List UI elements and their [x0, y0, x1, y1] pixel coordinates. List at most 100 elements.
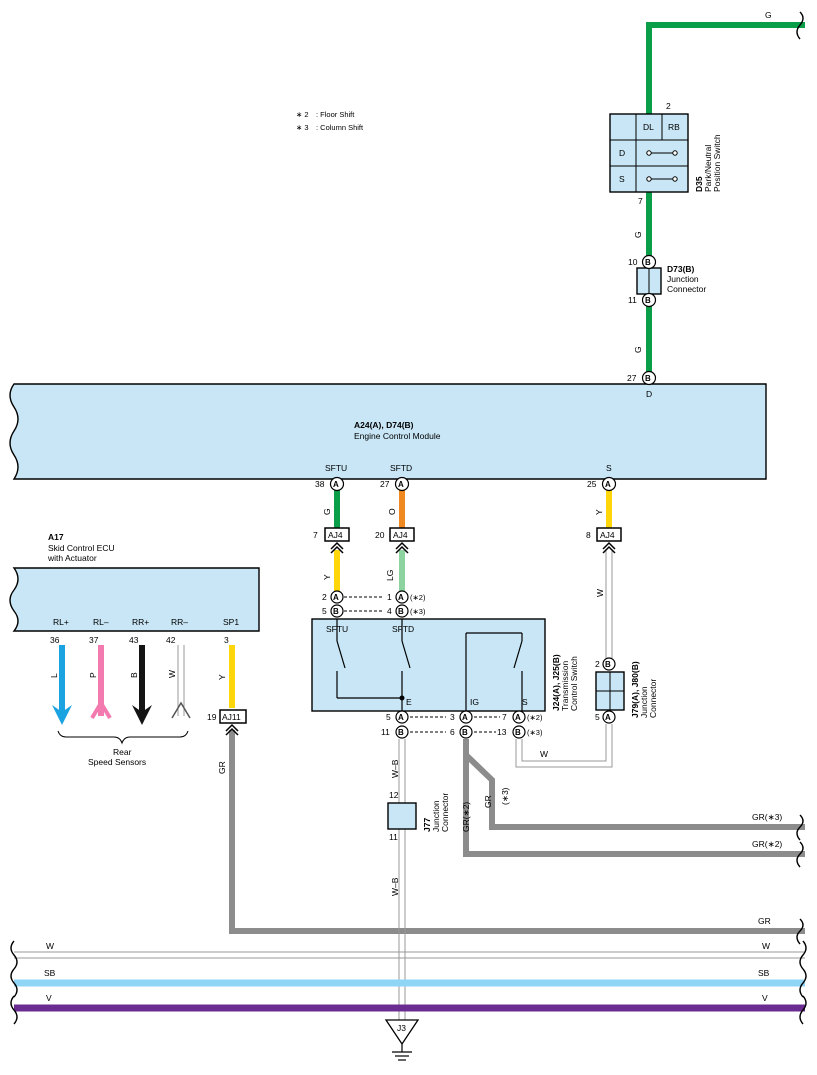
- d73-pin-bottom: 11: [628, 295, 637, 305]
- a17-pin-3: 3: [224, 635, 229, 645]
- tcs-bot-letter-4: B: [462, 728, 468, 737]
- bus-label-v-left: V: [46, 993, 52, 1003]
- a17-name-l1: Skid Control ECU: [48, 543, 115, 553]
- tcs-top-letter-3: A: [398, 593, 404, 602]
- tcs-bot-pin-3: 3: [450, 712, 455, 722]
- rear-sensors-l1: Rear: [113, 747, 132, 757]
- d73-name-l1: Junction: [667, 274, 699, 284]
- d35-contact-s: [646, 176, 678, 182]
- d73-code: D73(B): [667, 264, 695, 274]
- wire-w-s: [605, 550, 613, 658]
- wire-break-gr3: [796, 814, 804, 841]
- tcs-top-pin-2: 2: [322, 592, 327, 602]
- aj4-pin-3: 8: [586, 530, 591, 540]
- aj4-pin-2: 20: [375, 530, 385, 540]
- wire-label-w-bottom: W: [540, 749, 548, 759]
- aj4-code-3: AJ4: [600, 530, 615, 540]
- a17-pin-36: 36: [50, 635, 60, 645]
- ecm-pin-s: 25: [587, 479, 597, 489]
- d35-pin-in: 2: [666, 101, 671, 111]
- tcs-bot-note-2: (∗2): [527, 713, 543, 722]
- ground-j3: J3: [384, 1019, 420, 1061]
- d35-name-l1: Park/Neutral: [703, 145, 713, 192]
- d35-park-neutral-switch: DL RB D S 2 7 D35 Park/Neutral Position …: [609, 101, 722, 206]
- wire-label-gr-right: GR: [758, 916, 771, 926]
- wire-label-g-top: G: [765, 10, 772, 20]
- wire-gr2: [463, 739, 805, 857]
- a17-pin-37: 37: [89, 635, 99, 645]
- aj11-connector: AJ11 19: [207, 709, 247, 736]
- d35-pin-out: 7: [638, 196, 643, 206]
- tcs-top-letter-4: B: [398, 607, 404, 616]
- j79-name-l1: Junction: [639, 686, 649, 718]
- shift-notes: ∗ 2 : Floor Shift ∗ 3 : Column Shift: [296, 110, 364, 132]
- d35-name-l2: Position Switch: [712, 134, 722, 192]
- wire-label-w: W: [167, 670, 177, 678]
- wire-label-y-sp1: Y: [217, 674, 227, 680]
- tcs-bot-pin-11: 11: [381, 727, 390, 737]
- j77-pin-bottom: 11: [389, 832, 398, 842]
- tcs-bot-letter-6: B: [515, 728, 521, 737]
- rear-speed-sensors-brace: Rear Speed Sensors: [57, 730, 189, 767]
- wire-break-g-top: [796, 11, 804, 40]
- wire-g-top: [646, 22, 805, 115]
- d73-pin-top: 10: [628, 257, 638, 267]
- wire-label-p: P: [88, 672, 98, 678]
- a17-label-sp1: SP1: [223, 617, 239, 627]
- j79-code: J79(A), J80(B): [630, 661, 640, 718]
- wire-label-y-sftu: Y: [322, 574, 332, 580]
- j77-junction-connector: 12 11 J77 Junction Connector: [387, 790, 450, 842]
- d73-pin-letter-top: B: [645, 258, 651, 267]
- arrow-b: [132, 705, 152, 725]
- bus-break-marks: [10, 940, 807, 1025]
- a17-label-rr-minus: RR–: [171, 617, 188, 627]
- tcs-name-l1: Transmission: [560, 661, 570, 711]
- j79-name-l2: Connector: [648, 679, 658, 718]
- j79-pin-top-letter: B: [605, 660, 611, 669]
- transmission-control-switch: A 2 B 5 A 1 (∗2) B 4 (∗3) SFTU SFTD E IG…: [311, 590, 579, 739]
- wire-gr3: [463, 752, 805, 830]
- j79-pin-top: 2: [595, 659, 600, 669]
- ecm-top-pin-letter: B: [645, 374, 651, 383]
- note-mark-2: ∗ 2: [296, 110, 309, 119]
- j77-code: J77: [422, 818, 432, 832]
- tcs-label-ig: IG: [470, 697, 479, 707]
- j79-pin-bottom-letter: A: [605, 713, 611, 722]
- tcs-bot-pin-13: 13: [497, 727, 507, 737]
- d35-contact-d: [646, 150, 678, 156]
- wire-label-y-s: Y: [594, 509, 604, 515]
- tcs-bot-letter-3: A: [462, 713, 468, 722]
- tcs-top-note-3: (∗3): [410, 607, 426, 616]
- tcs-bot-pin-7: 7: [502, 712, 507, 722]
- tcs-top-letter-2: B: [333, 607, 339, 616]
- note-text-2: : Floor Shift: [316, 110, 355, 119]
- aj4-pin-1: 7: [313, 530, 318, 540]
- d73-pin-letter-bottom: B: [645, 296, 651, 305]
- tcs-internal-circuit: [336, 619, 523, 711]
- wire-label-wb2: W–B: [390, 877, 400, 896]
- aj4-code-1: AJ4: [328, 530, 343, 540]
- wire-label-wb1: W–B: [390, 759, 400, 778]
- a17-code: A17: [48, 532, 64, 542]
- rear-sensors-l2: Speed Sensors: [88, 757, 146, 767]
- j77-name-l1: Junction: [431, 800, 441, 832]
- ecm-engine-control-module: A24(A), D74(B) Engine Control Module B 2…: [9, 370, 767, 492]
- wire-gr-sp1: [229, 730, 805, 934]
- wire-label-b: B: [129, 672, 139, 678]
- arrow-l: [52, 705, 72, 725]
- aj11-code: AJ11: [222, 712, 241, 722]
- wire-label-g1: G: [633, 231, 643, 238]
- d35-row-s: S: [619, 174, 625, 184]
- d35-col-rb: RB: [668, 122, 680, 132]
- aj4-connector-s: AJ4 8: [586, 527, 622, 554]
- d35-code: D35: [694, 176, 704, 192]
- tcs-top-pin-5: 5: [322, 606, 327, 616]
- ecm-pin-letter-sftd: A: [398, 480, 404, 489]
- j77-name-l2: Connector: [440, 793, 450, 832]
- wire-w: [171, 645, 191, 719]
- ecm-top-pin: 27: [627, 373, 637, 383]
- j79-j80-junction-connector: B 2 A 5 J79(A), J80(B) Junction Connecto…: [595, 657, 658, 724]
- d35-row-d: D: [619, 148, 625, 158]
- tcs-bot-pin-6: 6: [450, 727, 455, 737]
